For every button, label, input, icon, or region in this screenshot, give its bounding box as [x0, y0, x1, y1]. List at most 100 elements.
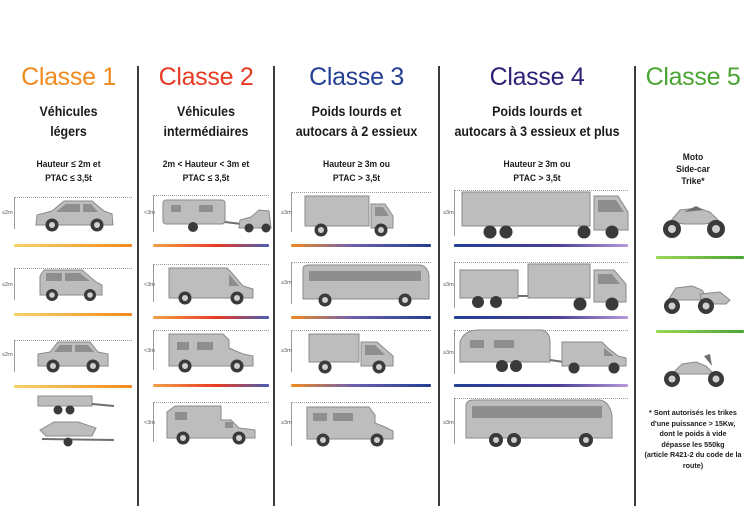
class-1-criteria: Hauteur ≤ 2m et PTAC ≤ 3,5t	[7, 158, 130, 186]
class-5-criteria-line-1: Moto	[682, 152, 704, 163]
minivan-icon	[39, 269, 103, 301]
class-1-category-line-2: légers	[50, 124, 87, 139]
column-separator-4	[634, 66, 636, 506]
class-2-category-line-1: Véhicules	[177, 104, 235, 119]
dim-label: ≤2m	[2, 210, 13, 216]
class-1-criteria-line-1: Hauteur ≤ 2m et	[36, 159, 101, 170]
class-4-criteria: Hauteur ≥ 3m ou PTAC > 3,5t	[450, 158, 625, 186]
dim-guide	[153, 402, 269, 403]
class-3-criteria: Hauteur ≥ 3m ou PTAC > 3,5t	[283, 158, 430, 186]
car-icon	[35, 200, 114, 232]
coach-icon	[465, 399, 613, 447]
dim-guide	[153, 330, 269, 331]
dim-guide	[153, 402, 154, 442]
dim-guide	[153, 195, 269, 196]
class-2-category-line-2: intermédiaires	[163, 124, 249, 139]
dim-guide	[291, 192, 292, 232]
dim-guide	[291, 192, 431, 193]
dim-guide	[454, 190, 628, 191]
class-3-criteria-line-1: Hauteur ≥ 3m ou	[323, 159, 390, 170]
dim-guide	[291, 262, 431, 263]
dim-guide	[454, 190, 455, 236]
sidecar-icon	[664, 285, 731, 314]
class-5-color-bar	[656, 256, 744, 259]
dim-guide	[14, 197, 132, 198]
class-3-column: Classe 3 Poids lourds et autocars à 2 es…	[275, 0, 438, 532]
caravan-van-icon	[459, 329, 627, 374]
dim-guide	[291, 330, 431, 331]
dim-guide	[454, 398, 455, 444]
dim-guide	[14, 268, 132, 269]
dim-label: ≤2m	[2, 282, 13, 288]
class-3-category: Poids lourds et autocars à 2 essieux	[282, 102, 432, 142]
dim-guide	[14, 197, 15, 229]
class-4-category-line-1: Poids lourds et	[492, 104, 582, 119]
truck-trailer-icon	[459, 263, 627, 311]
class-1-color-bar	[14, 244, 132, 247]
dim-guide	[454, 398, 628, 399]
dim-guide	[153, 264, 269, 265]
class-4-title: Classe 4	[489, 63, 585, 91]
trike-icon	[664, 354, 724, 387]
footnote-line-1: * Sont autorisés les trikes	[649, 408, 737, 417]
column-separator-2	[273, 66, 275, 506]
class-4-criteria-line-1: Hauteur ≥ 3m ou	[503, 159, 571, 170]
class-5-title: Classe 5	[645, 63, 741, 91]
class-2-color-bar	[153, 384, 269, 387]
class-3-color-bar	[291, 316, 431, 319]
class-4-color-bar	[454, 384, 628, 387]
suv-icon	[37, 341, 109, 373]
class-3-color-bar	[291, 244, 431, 247]
dim-label: ≥3m	[281, 210, 292, 216]
dim-label: ≥3m	[443, 282, 454, 288]
class-2-criteria-line-2: PTAC ≤ 3,5t	[182, 173, 230, 184]
class-5-criteria-line-2: Side-car	[676, 164, 710, 175]
dim-label: ≥3m	[281, 420, 292, 426]
dim-guide	[454, 330, 455, 374]
dim-guide	[291, 330, 292, 372]
column-separator-3	[438, 66, 440, 506]
class-4-column: Classe 4 Poids lourds et autocars à 3 es…	[440, 0, 634, 532]
dim-label: <3m	[144, 282, 155, 288]
dim-guide	[291, 402, 292, 446]
class-5-color-bar	[656, 330, 744, 333]
dim-guide	[14, 340, 132, 341]
class-4-category-line-2: autocars à 3 essieux et plus	[454, 124, 620, 139]
dim-label: ≥3m	[443, 350, 454, 356]
bus-icon	[302, 264, 430, 307]
class-4-criteria-line-2: PTAC > 3,5t	[513, 173, 561, 184]
boat-trailer-icon	[39, 421, 115, 447]
class-1-criteria-line-2: PTAC ≤ 3,5t	[45, 173, 92, 184]
column-separator-1	[137, 66, 139, 506]
dim-label: ≥3m	[443, 210, 454, 216]
class-3-category-line-1: Poids lourds et	[311, 104, 402, 119]
class-2-color-bar	[153, 316, 269, 319]
class-1-color-bar	[14, 385, 132, 388]
dim-label: ≥3m	[281, 348, 292, 354]
class-3-category-line-2: autocars à 2 essieux	[295, 124, 418, 139]
van-icon	[168, 267, 254, 305]
class-1-category-line-1: Véhicules	[39, 104, 98, 119]
trailer-icon	[37, 395, 115, 415]
class-2-criteria-line-1: 2m < Hauteur < 3m et	[162, 159, 250, 170]
footnote-line-5: (article R421-2 du code de la route)	[644, 450, 742, 470]
dim-label: <3m	[144, 348, 155, 354]
camper-icon	[168, 333, 254, 373]
footnote-line-4: dépasse les 550kg	[661, 439, 725, 449]
motorcycle-icon	[663, 206, 725, 238]
motorhome-icon	[306, 406, 394, 447]
semi-truck-icon	[461, 191, 629, 239]
class-3-color-bar	[291, 384, 431, 387]
class-2-color-bar	[153, 244, 269, 247]
class-3-criteria-line-2: PTAC > 3,5t	[332, 173, 381, 184]
dim-guide	[291, 262, 292, 304]
caravan-car-icon	[162, 199, 272, 233]
dim-guide	[153, 195, 154, 232]
dim-guide	[14, 340, 15, 372]
dim-label: <3m	[144, 420, 155, 426]
dim-label: ≥3m	[281, 280, 292, 286]
class-2-category: Véhicules intermédiaires	[144, 102, 267, 142]
dim-guide	[454, 262, 455, 308]
dim-label: ≤2m	[2, 352, 13, 358]
pickup-camper-icon	[166, 405, 256, 445]
